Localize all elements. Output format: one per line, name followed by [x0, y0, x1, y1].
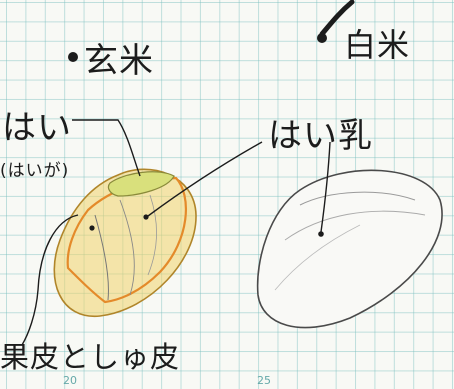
white-rice-label: 白米	[344, 26, 411, 64]
white-rice-groove-1	[299, 191, 416, 206]
brown-rice-label: 玄米	[84, 41, 154, 81]
grid-number-20: 20	[63, 374, 77, 387]
grain-groove-2	[119, 199, 135, 296]
white-rice-outline	[256, 169, 443, 329]
endosperm-leader-line-right	[320, 141, 331, 233]
pericarp-seed-coat-label: 果皮としゅ皮	[0, 340, 181, 374]
white-rice-pointer-stroke	[319, 0, 355, 37]
grid-number-25: 25	[257, 374, 271, 387]
white-rice-dot	[318, 231, 324, 237]
white-rice-groove-3	[274, 224, 361, 291]
endosperm-leader-line-left	[147, 141, 263, 217]
white-rice-groove-2	[284, 210, 426, 241]
brown-rice-grain	[53, 168, 197, 317]
embryo-leader-line	[72, 119, 141, 177]
brown-rice-outline	[53, 168, 197, 317]
pericarp-leader-line	[21, 214, 79, 346]
embryo-reading-label: (はいが)	[0, 161, 70, 181]
grain-groove-3	[147, 194, 157, 276]
endosperm-label: はい乳	[268, 116, 373, 156]
embryo-region	[107, 171, 175, 197]
white-rice-bullet	[317, 33, 327, 43]
grain-groove-1	[94, 214, 109, 301]
white-rice-grain	[256, 169, 443, 329]
brown-rice-dot-center	[143, 214, 149, 220]
embryo-label: はい	[2, 108, 72, 148]
brown-rice-bullet	[68, 52, 78, 62]
brown-rice-dot-left	[89, 225, 95, 231]
seed-coat-orange-line	[66, 176, 187, 304]
